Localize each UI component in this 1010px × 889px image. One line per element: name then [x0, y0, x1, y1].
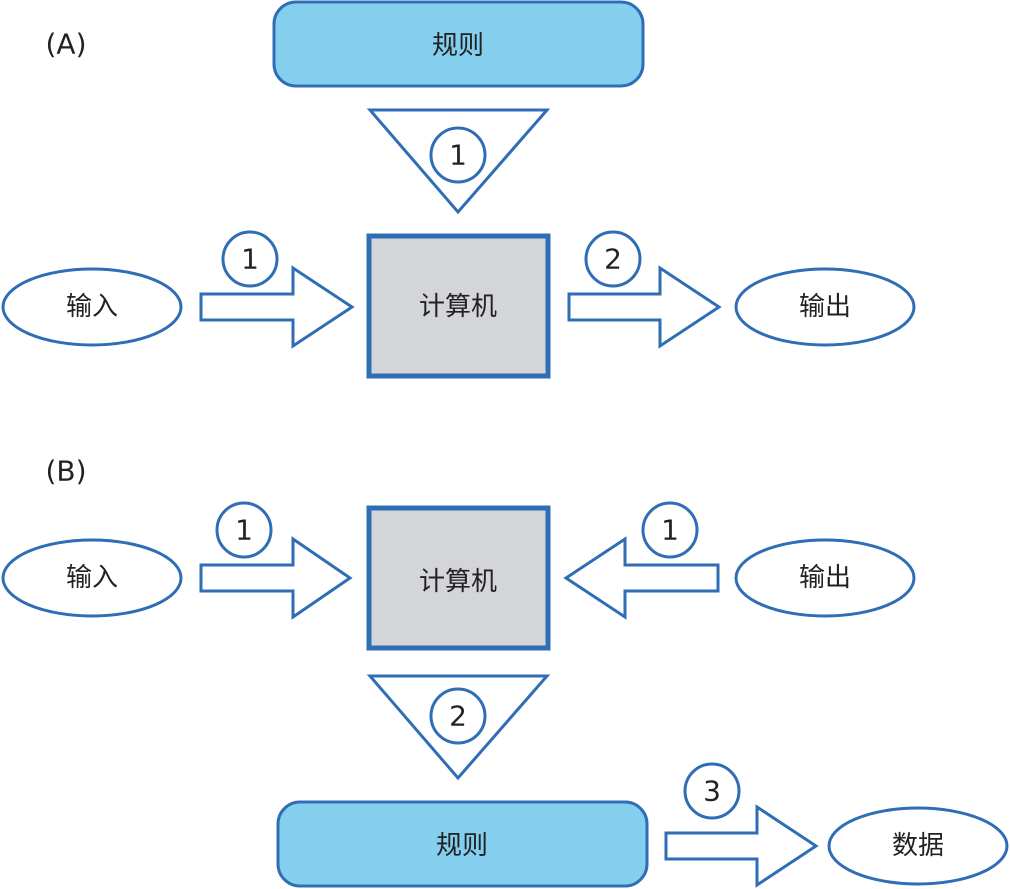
panel-a-input-arrow [199, 265, 355, 349]
panel-a-rules-label: 规则 [432, 31, 484, 61]
panel-b-step-input-number: 1 [235, 514, 253, 547]
panel-b-input-arrow [199, 536, 353, 620]
panel-a-step-output-circle [584, 230, 642, 288]
panel-b-step-rules-number: 2 [449, 700, 467, 733]
panel-b-input-label: 输入 [66, 563, 118, 593]
panel-a-rules-box [272, 0, 645, 88]
panel-a-step-rules-circle [429, 126, 487, 184]
panel-b-step-output-circle [641, 501, 699, 559]
panel-b-step-data-number: 3 [703, 775, 721, 808]
panel-b-data-label: 数据 [892, 831, 944, 861]
panel-a-output-arrow [567, 265, 722, 349]
panel-a-input-ellipse [1, 267, 183, 347]
panel-b-step-input-circle [215, 501, 273, 559]
panel-b-data-ellipse [827, 806, 1009, 886]
panel-b-computer-box [366, 505, 551, 651]
panel-b-step-rules-circle [429, 687, 487, 745]
panel-b-input-ellipse [1, 538, 183, 618]
panel-b-label: (B) [45, 455, 86, 488]
panel-a-output-ellipse [734, 267, 916, 347]
panel-a-step-rules-number: 1 [449, 139, 467, 172]
panel-a-output-label: 输出 [799, 292, 851, 322]
panel-b-rules-label: 规则 [436, 831, 488, 861]
panel-a-step-input-circle [221, 230, 279, 288]
panel-b [1, 501, 1009, 888]
panel-b-step-data-circle [683, 762, 741, 820]
panel-a-computer-box [366, 233, 551, 379]
panel-a-step-input-number: 1 [241, 243, 259, 276]
panel-a-step-output-number: 2 [604, 243, 622, 276]
panel-b-computer-label: 计算机 [419, 567, 497, 597]
panel-a [1, 0, 916, 379]
panel-b-output-ellipse [734, 538, 916, 618]
panel-a-label: (A) [45, 28, 86, 61]
panel-b-step-output-number: 1 [661, 514, 679, 547]
panel-a-computer-label: 计算机 [419, 292, 497, 322]
panel-b-output-label: 输出 [799, 563, 851, 593]
panel-b-rules-box [276, 800, 649, 888]
panel-a-input-label: 输入 [66, 292, 118, 322]
panel-b-rules-to-data-arrow [664, 804, 819, 888]
panel-b-output-to-computer-arrow [563, 536, 720, 620]
